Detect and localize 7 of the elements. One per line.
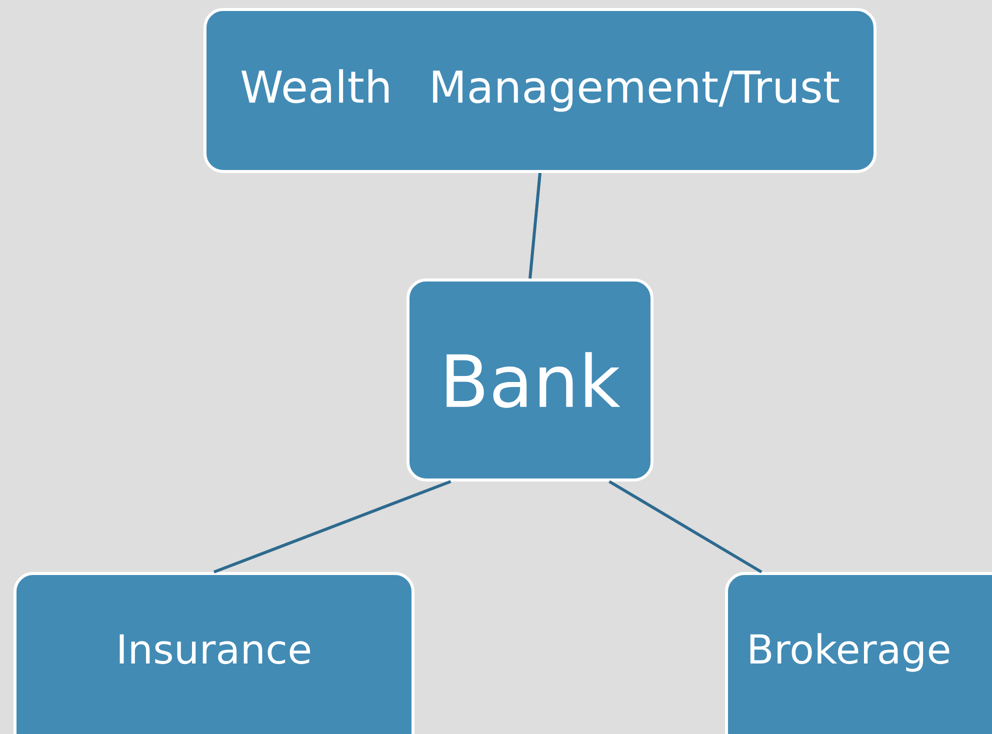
connector-line — [528, 172, 542, 279]
connector-line — [213, 480, 452, 574]
box: Insurance — [14, 572, 414, 734]
box: Wealth Management/Trust — [204, 8, 876, 173]
connector-line — [608, 480, 762, 574]
box: Brokerage — [725, 572, 992, 734]
box: Bank — [406, 278, 654, 482]
